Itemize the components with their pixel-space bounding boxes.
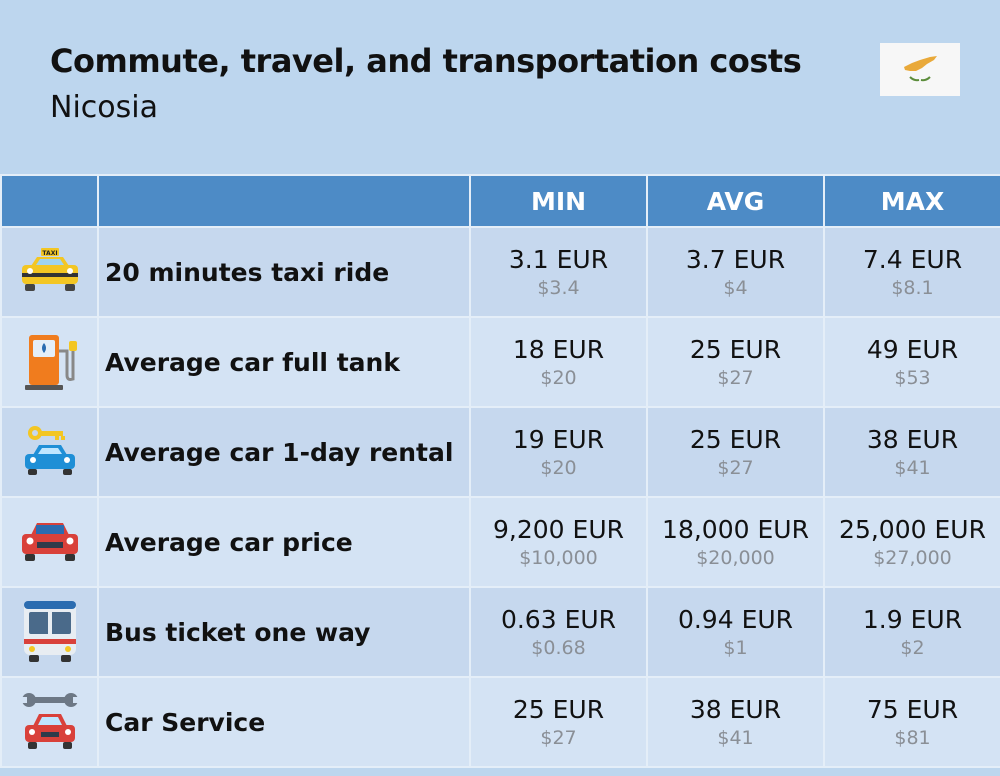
row-label: Bus ticket one way [97, 586, 471, 678]
avg-usd: $41 [717, 727, 754, 749]
row-label: Car Service [97, 676, 471, 768]
avg-usd: $20,000 [696, 547, 775, 569]
avg-eur: 25 EUR [689, 335, 782, 364]
max-column-header: MAX [823, 174, 1000, 228]
avg-usd: $1 [723, 637, 748, 659]
row-label: Average car full tank [97, 316, 471, 408]
avg-eur: 0.94 EUR [677, 605, 794, 634]
max-usd: $8.1 [891, 277, 934, 299]
max-usd: $2 [900, 637, 925, 659]
city-name: Nicosia [50, 90, 158, 125]
page-title: Commute, travel, and transportation cost… [50, 42, 802, 80]
row-label: 20 minutes taxi ride [97, 226, 471, 318]
min-usd: $20 [540, 457, 577, 479]
min-usd: $20 [540, 367, 577, 389]
table-row: Average car price 9,200 EUR $10,000 18,00… [0, 496, 1000, 588]
page-header: Commute, travel, and transportation cost… [0, 0, 1000, 172]
wrench-car-icon [2, 690, 97, 754]
min-eur: 19 EUR [512, 425, 605, 454]
min-usd: $3.4 [537, 277, 580, 299]
min-eur: 0.63 EUR [500, 605, 617, 634]
table-row: TAXI 20 minutes taxi ride 3.1 EUR $3.4 3.… [0, 226, 1000, 318]
label-column-header [97, 174, 471, 228]
max-eur: 25,000 EUR [839, 515, 986, 544]
svg-text:TAXI: TAXI [42, 250, 57, 257]
taxi-icon: TAXI [2, 246, 97, 298]
max-usd: $53 [894, 367, 931, 389]
cyprus-flag-icon [880, 43, 960, 96]
avg-eur: 38 EUR [689, 695, 782, 724]
max-usd: $81 [894, 727, 931, 749]
min-usd: $10,000 [519, 547, 598, 569]
max-eur: 49 EUR [866, 335, 959, 364]
avg-usd: $27 [717, 457, 754, 479]
avg-eur: 3.7 EUR [685, 245, 786, 274]
avg-usd: $4 [723, 277, 748, 299]
max-eur: 7.4 EUR [862, 245, 963, 274]
min-eur: 9,200 EUR [493, 515, 624, 544]
max-usd: $41 [894, 457, 931, 479]
table-row: Average car 1-day rental 19 EUR $20 25 EU… [0, 406, 1000, 498]
icon-column-header [0, 174, 99, 228]
min-usd: $27 [540, 727, 577, 749]
row-label: Average car price [97, 496, 471, 588]
avg-column-header: AVG [646, 174, 825, 228]
max-eur: 1.9 EUR [862, 605, 963, 634]
min-eur: 18 EUR [512, 335, 605, 364]
max-eur: 38 EUR [866, 425, 959, 454]
bus-icon [2, 599, 97, 665]
avg-usd: $27 [717, 367, 754, 389]
row-label: Average car 1-day rental [97, 406, 471, 498]
avg-eur: 18,000 EUR [662, 515, 809, 544]
car-rental-key-icon [2, 423, 97, 481]
avg-eur: 25 EUR [689, 425, 782, 454]
costs-table: MIN AVG MAX TAXI [0, 174, 1000, 768]
car-icon [2, 517, 97, 567]
table-row: Car Service 25 EUR $27 38 EUR $41 75 EUR $8… [0, 676, 1000, 768]
max-eur: 75 EUR [866, 695, 959, 724]
min-eur: 3.1 EUR [508, 245, 609, 274]
table-row: Average car full tank 18 EUR $20 25 EUR $2… [0, 316, 1000, 408]
table-row: Bus ticket one way 0.63 EUR $0.68 0.94 EU… [0, 586, 1000, 678]
gas-pump-icon [2, 331, 97, 393]
max-usd: $27,000 [873, 547, 952, 569]
min-column-header: MIN [469, 174, 648, 228]
min-eur: 25 EUR [512, 695, 605, 724]
table-header-row: MIN AVG MAX [0, 174, 1000, 228]
min-usd: $0.68 [531, 637, 586, 659]
